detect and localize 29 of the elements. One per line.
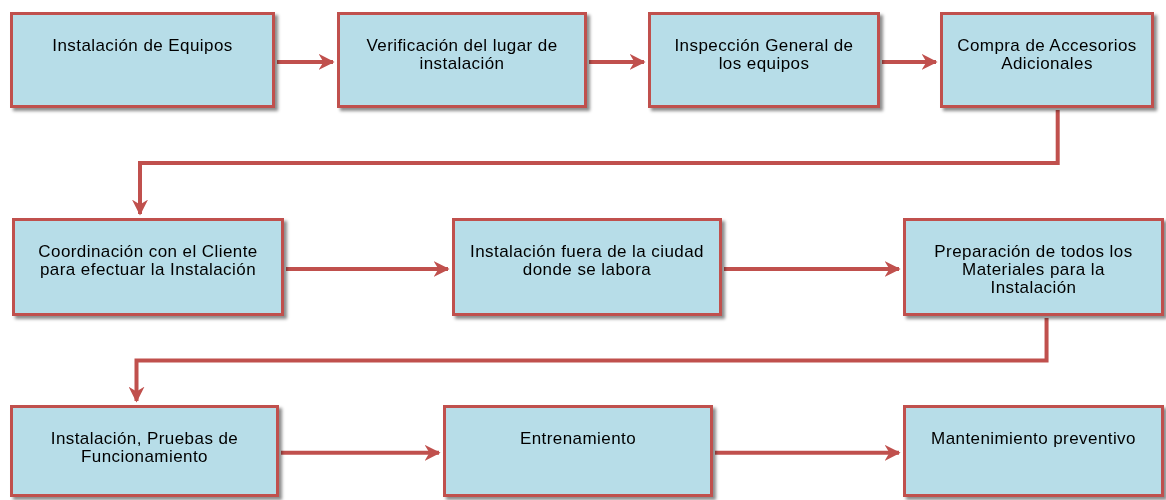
arrow	[589, 53, 646, 70]
box-label: Entrenamiento	[519, 430, 637, 448]
process-box	[452, 218, 722, 316]
process-box	[443, 405, 713, 497]
process-box	[648, 12, 880, 108]
arrow	[882, 53, 938, 70]
arrow	[277, 53, 335, 70]
process-box	[10, 405, 279, 497]
box-label: Mantenimiento preventivo	[931, 430, 1136, 448]
arrow	[724, 260, 901, 277]
arrow	[715, 444, 901, 461]
box-label: Inspección General de los equipos	[673, 37, 855, 73]
arrow	[286, 260, 450, 277]
box-label: Verificación del lugar de instalación	[365, 37, 559, 73]
box-label: Preparación de todos los Materiales para la Instalación	[933, 243, 1134, 297]
box-label: Instalación fuera de la ciudad donde se labora	[469, 243, 705, 279]
box-label: Instalación, Pruebas de Funcionamiento	[49, 430, 240, 466]
box-label: Compra de Accesorios Adicionales	[956, 37, 1138, 73]
process-box	[903, 218, 1164, 316]
process-box	[10, 12, 275, 108]
process-box	[940, 12, 1154, 108]
arrow	[128, 318, 1049, 403]
box-label: Coordinación con el Cliente para efectuar la Instalación	[37, 243, 259, 279]
box-label: Instalación de Equipos	[52, 37, 233, 55]
process-box	[337, 12, 587, 108]
arrow	[132, 110, 1060, 216]
process-box	[12, 218, 284, 316]
arrow	[281, 444, 441, 461]
process-box	[903, 405, 1164, 497]
